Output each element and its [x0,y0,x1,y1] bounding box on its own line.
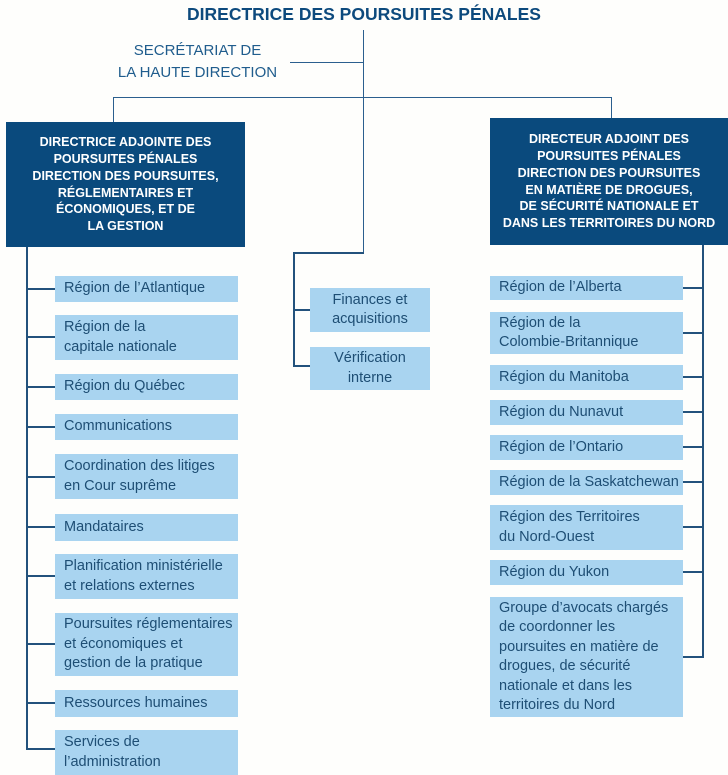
org-box-region-yukon: Région du Yukon [490,560,683,585]
connector-left-tick-1 [27,288,55,290]
connector-left-tick-9 [27,702,55,704]
org-box-region-territoires-nord-ouest: Région des Territoires du Nord-Ouest [490,505,683,550]
connector-left-drop [113,97,114,122]
org-box-services-administration: Services de l’administration [55,730,238,775]
org-box-region-alberta: Région de l’Alberta [490,276,683,300]
connector-left-tick-3 [27,386,55,388]
connector-center-tick-2 [293,365,310,367]
connector-title-drop [363,30,364,97]
org-box-region-capitale-nationale: Région de la capitale nationale [55,315,238,360]
connector-left-tick-10 [27,748,55,750]
connector-left-tick-7 [27,575,55,577]
connector-left-tick-6 [27,526,55,528]
connector-right-tick-9 [683,656,702,658]
connector-left-spine [26,247,28,750]
org-box-groupe-avocats: Groupe d’avocats chargés de coordonner l… [490,597,683,717]
org-box-communications: Communications [55,414,238,440]
connector-left-tick-4 [27,426,55,428]
deputy-director-right-box: DIRECTEUR ADJOINT DES POURSUITES PÉNALES… [490,118,728,245]
org-box-verification-interne: Vérification interne [310,347,430,390]
chart-title: DIRECTRICE DES POURSUITES PÉNALES [187,4,541,24]
connector-right-tick-3 [683,376,702,378]
org-box-region-colombie-britannique: Région de la Colombie-Britannique [490,312,683,354]
org-box-finances-acquisitions: Finances et acquisitions [310,288,430,332]
org-box-region-atlantique: Région de l’Atlantique [55,276,238,302]
connector-left-tick-8 [27,643,55,645]
connector-left-tick-5 [27,476,55,478]
org-box-poursuites-reglementaires: Poursuites réglementaires et économiques… [55,613,238,676]
connector-right-spine [702,245,704,658]
org-box-planification-ministerielle: Planification ministérielle et relations… [55,554,238,599]
org-box-region-nunavut: Région du Nunavut [490,400,683,425]
org-box-coordination-litiges: Coordination des litiges en Cour suprême [55,454,238,499]
org-box-ressources-humaines: Ressources humaines [55,690,238,717]
connector-right-tick-5 [683,446,702,448]
deputy-director-left-box: DIRECTRICE ADJOINTE DES POURSUITES PÉNAL… [6,122,245,247]
org-box-region-quebec: Région du Québec [55,374,238,400]
connector-right-tick-6 [683,481,702,483]
connector-right-tick-4 [683,411,702,413]
secretariat-label: SECRÉTARIAT DE LA HAUTE DIRECTION [117,42,278,81]
connector-top-horizontal [113,97,612,98]
connector-right-tick-7 [683,526,702,528]
org-box-mandataires: Mandataires [55,514,238,541]
connector-left-tick-2 [27,336,55,338]
connector-right-tick-2 [683,332,702,334]
connector-center-elbow-horizontal [293,252,364,254]
connector-right-drop [611,97,612,118]
org-box-region-manitoba: Région du Manitoba [490,365,683,390]
org-box-region-ontario: Région de l’Ontario [490,435,683,460]
connector-center-drop [363,97,364,253]
connector-right-tick-1 [683,287,702,289]
connector-center-tick-1 [293,309,310,311]
connector-secretariat [290,62,363,63]
connector-right-tick-8 [683,571,702,573]
org-box-region-saskatchewan: Région de la Saskatchewan [490,470,683,495]
